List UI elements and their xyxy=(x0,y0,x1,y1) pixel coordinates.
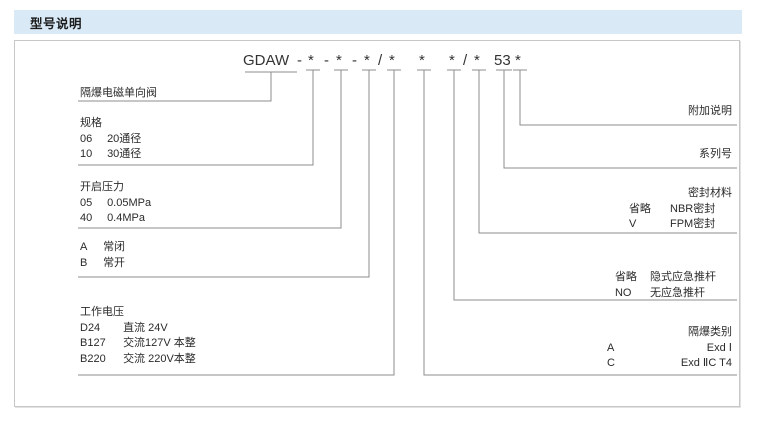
group-sealing-material: 密封材料 省略 NBR密封 V FPM密封 xyxy=(629,186,732,233)
group-sealing-material-row-1: V FPM密封 xyxy=(629,217,732,233)
code-star-8: * xyxy=(515,52,521,69)
group-emergency-rod: 省略 隐式应急推杆 NO 无应急推杆 xyxy=(615,270,732,301)
code-dash-2: - xyxy=(324,52,329,69)
page-title: 型号说明 xyxy=(30,17,83,31)
code-series-no: 53 xyxy=(494,52,511,69)
group-emergency-rod-row-1: NO 无应急推杆 xyxy=(615,286,732,302)
group-series-number: 系列号 xyxy=(699,147,732,163)
code-slash-1: / xyxy=(378,52,383,69)
group-opening-pressure-row-0: 05 0.05MPa xyxy=(80,196,151,212)
exd-code-0: A xyxy=(606,341,615,354)
group-working-voltage-row-0: D24 直流 24V xyxy=(80,321,196,337)
pressure-desc-1: 0.4MPa xyxy=(107,212,145,224)
group-specification-row-1: 10 30通径 xyxy=(80,147,141,163)
spec-desc-0: 20通径 xyxy=(107,132,142,145)
valve-desc-0: 常闭 xyxy=(103,241,126,253)
model-code-string: GDAW - * - * - * / * * * / * 53 * xyxy=(0,52,757,74)
pressure-desc-0: 0.05MPa xyxy=(107,196,152,209)
code-dash-1: - xyxy=(297,52,302,69)
group-explosion-proof-class-heading: 隔爆类别 xyxy=(688,326,732,338)
exd-desc-0: Exd Ⅰ xyxy=(706,341,732,354)
leader-explosion-proof-class xyxy=(423,78,737,376)
spec-desc-1: 30通径 xyxy=(107,148,142,160)
group-valve-state: A 常闭 B 常开 xyxy=(80,240,125,271)
code-star-3: * xyxy=(364,52,370,69)
voltage-desc-2: 交流 220V本整 xyxy=(123,352,196,365)
group-opening-pressure: 开启压力 05 0.05MPa 40 0.4MPa xyxy=(80,180,151,227)
leader-series-number xyxy=(503,78,737,169)
group-specification-row-0: 06 20通径 xyxy=(80,132,141,148)
group-explosion-proof-class: 隔爆类别 A Exd Ⅰ C Exd ⅡC T4 xyxy=(607,325,732,372)
group-emergency-rod-row-0: 省略 隐式应急推杆 xyxy=(615,270,732,286)
group-working-voltage-heading: 工作电压 xyxy=(80,306,124,318)
rod-code-0: 省略 xyxy=(614,271,637,283)
rod-desc-1: 无应急推杆 xyxy=(650,286,705,299)
code-star-5: * xyxy=(419,52,425,69)
code-dash-3: - xyxy=(352,52,357,69)
code-star-2: * xyxy=(336,52,342,69)
group-sealing-material-row-0: 省略 NBR密封 xyxy=(629,202,732,218)
group-working-voltage-row-1: B127 交流127V 本整 xyxy=(80,336,196,352)
pressure-code-0: 05 xyxy=(80,196,93,209)
group-valve-state-row-1: B 常开 xyxy=(80,256,125,272)
code-star-6: * xyxy=(449,52,455,69)
group-explosion-proof-class-row-0: A Exd Ⅰ xyxy=(607,341,732,357)
group-working-voltage: 工作电压 D24 直流 24V B127 交流127V 本整 B220 交流 2… xyxy=(80,305,196,367)
leader-sealing-material xyxy=(478,78,737,234)
leader-product-name xyxy=(78,78,272,102)
pressure-code-1: 40 xyxy=(80,212,93,224)
group-sealing-material-heading: 密封材料 xyxy=(688,187,732,199)
group-product-name-heading: 隔爆电磁单向阀 xyxy=(80,87,157,99)
leader-opening-pressure xyxy=(78,78,342,229)
rod-code-1: NO xyxy=(614,286,632,299)
code-slash-2: / xyxy=(463,52,468,69)
spec-code-0: 06 xyxy=(80,132,93,145)
valve-code-0: A xyxy=(80,241,88,253)
spec-code-1: 10 xyxy=(80,148,93,160)
group-specification: 规格 06 20通径 10 30通径 xyxy=(80,116,141,163)
code-star-1: * xyxy=(308,52,314,69)
valve-desc-1: 常开 xyxy=(103,256,126,269)
section-header-bar xyxy=(14,10,742,34)
leader-specification xyxy=(78,78,314,166)
exd-desc-1: Exd ⅡC T4 xyxy=(680,357,732,369)
code-star-7: * xyxy=(474,52,480,69)
leader-working-voltage xyxy=(78,78,395,376)
voltage-desc-1: 交流127V 本整 xyxy=(123,337,196,349)
voltage-desc-0: 直流 24V xyxy=(123,321,168,334)
group-opening-pressure-heading: 开启压力 xyxy=(80,181,124,193)
group-additional-note-heading: 附加说明 xyxy=(688,105,732,117)
exd-code-1: C xyxy=(606,357,615,369)
voltage-code-2: B220 xyxy=(80,352,106,365)
leader-valve-state xyxy=(78,78,370,278)
valve-code-1: B xyxy=(80,256,88,269)
group-working-voltage-row-2: B220 交流 220V本整 xyxy=(80,352,196,368)
code-star-4: * xyxy=(389,52,395,69)
group-product-name: 隔爆电磁单向阀 xyxy=(80,86,157,102)
group-opening-pressure-row-1: 40 0.4MPa xyxy=(80,211,151,227)
rod-desc-0: 隐式应急推杆 xyxy=(650,271,716,283)
group-valve-state-row-0: A 常闭 xyxy=(80,240,125,256)
seal-desc-0: NBR密封 xyxy=(670,202,716,215)
seal-desc-1: FPM密封 xyxy=(670,218,716,230)
leader-emergency-rod xyxy=(453,78,737,301)
leader-additional-note xyxy=(519,78,737,126)
voltage-code-1: B127 xyxy=(80,337,106,349)
seal-code-1: V xyxy=(628,218,637,230)
group-explosion-proof-class-row-1: C Exd ⅡC T4 xyxy=(607,356,732,372)
seal-code-0: 省略 xyxy=(628,202,651,215)
group-series-number-heading: 系列号 xyxy=(699,148,732,160)
group-additional-note: 附加说明 xyxy=(688,104,732,120)
code-base: GDAW xyxy=(243,52,290,69)
group-specification-heading: 规格 xyxy=(80,117,102,129)
voltage-code-0: D24 xyxy=(80,321,101,334)
